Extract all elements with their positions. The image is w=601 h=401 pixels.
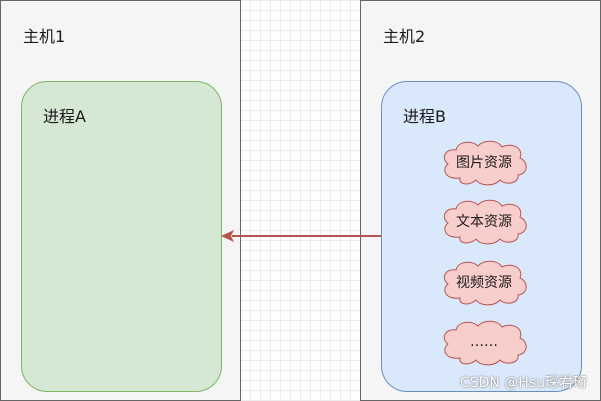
resource-label-more: …… [470, 334, 498, 350]
resource-label-video: 视频资源 [456, 275, 512, 291]
process-a-title: 进程A [43, 107, 86, 126]
resource-label-text: 文本资源 [456, 214, 512, 230]
resource-cloud-more: …… [438, 318, 530, 366]
process-b-title: 进程B [403, 107, 446, 126]
process-b-box: 进程B 图片资源 文本资源 视频资源 …… [381, 81, 582, 392]
host-1-title: 主机1 [23, 27, 66, 46]
transfer-arrow-head [221, 230, 234, 242]
resource-cloud-text: 文本资源 [438, 197, 530, 245]
resource-cloud-image: 图片资源 [438, 138, 530, 186]
host-1-container: 主机1 进程A [0, 0, 241, 401]
host-2-container: 主机2 进程B 图片资源 文本资源 视频资源 …… [360, 0, 601, 401]
resource-label-image: 图片资源 [456, 155, 512, 171]
host-2-title: 主机2 [383, 27, 426, 46]
resource-cloud-video: 视频资源 [438, 258, 530, 306]
watermark: CSDN @Hsu琛君珩 [459, 375, 587, 391]
process-a-box: 进程A [21, 81, 222, 392]
